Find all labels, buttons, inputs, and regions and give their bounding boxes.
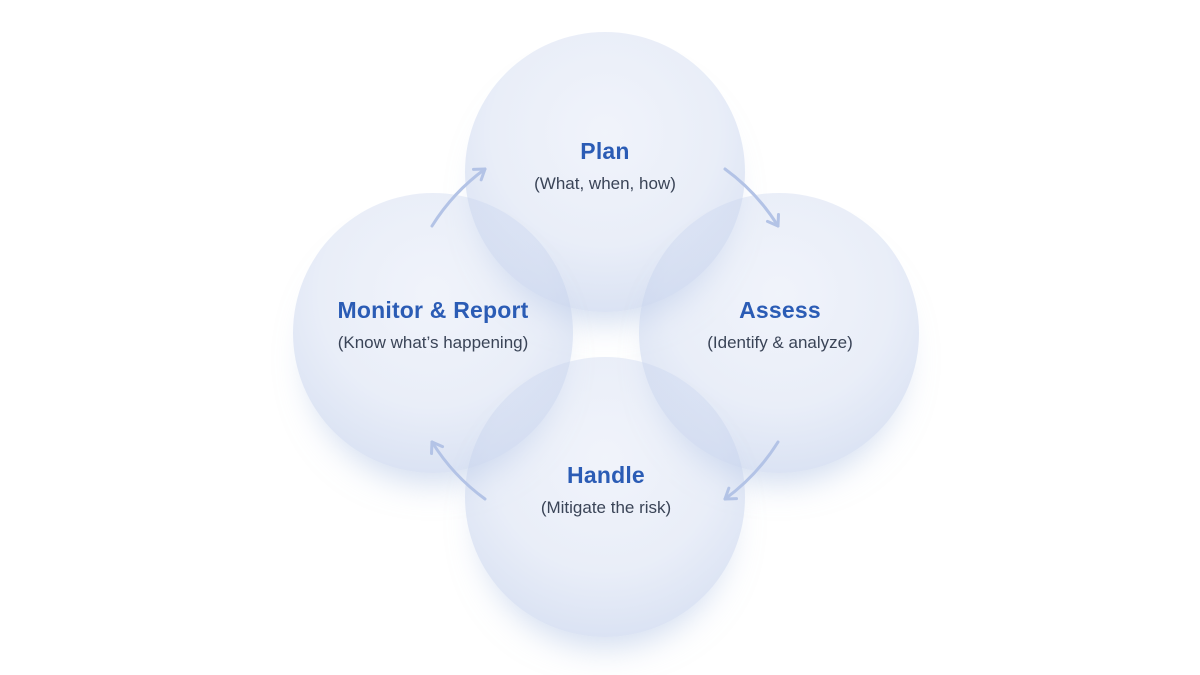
circle-handle: [465, 357, 745, 637]
node-monitor-report: Monitor & Report (Know what’s happening): [337, 297, 528, 353]
node-assess: Assess (Identify & analyze): [707, 297, 853, 353]
node-plan-subtitle: (What, when, how): [534, 174, 676, 193]
node-handle-subtitle: (Mitigate the risk): [540, 498, 672, 517]
node-assess-subtitle: (Identify & analyze): [707, 333, 853, 352]
node-plan-title: Plan: [580, 138, 630, 164]
node-plan: Plan (What, when, how): [534, 138, 676, 194]
node-assess-title: Assess: [739, 297, 821, 323]
node-monitor-report-title: Monitor & Report: [337, 297, 529, 323]
node-handle: Handle (Mitigate the risk): [541, 462, 671, 518]
node-monitor-report-subtitle: (Know what’s happening): [337, 333, 529, 352]
node-handle-title: Handle: [567, 462, 645, 488]
